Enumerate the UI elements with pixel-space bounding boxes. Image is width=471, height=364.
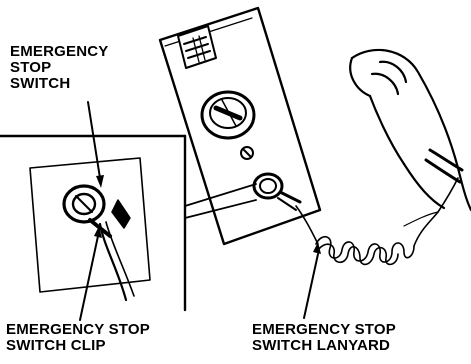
label-line: EMERGENCY STOP: [6, 322, 150, 338]
label-line: EMERGENCY: [10, 44, 108, 60]
label-line: EMERGENCY STOP: [252, 322, 396, 338]
detail-stop-switch-icon: [64, 186, 130, 228]
hand-icon: [350, 50, 471, 210]
label-line: STOP: [10, 60, 108, 76]
arrowhead-switch: [96, 175, 104, 188]
label-line: SWITCH: [10, 76, 108, 92]
label-line: SWITCH LANYARD: [252, 338, 396, 354]
emergency-stop-switch-lanyard-label: EMERGENCY STOP SWITCH LANYARD: [252, 322, 396, 354]
label-line: SWITCH CLIP: [6, 338, 150, 354]
emergency-stop-switch-clip-label: EMERGENCY STOP SWITCH CLIP: [6, 322, 150, 354]
emergency-stop-switch-label: EMERGENCY STOP SWITCH: [10, 44, 108, 92]
